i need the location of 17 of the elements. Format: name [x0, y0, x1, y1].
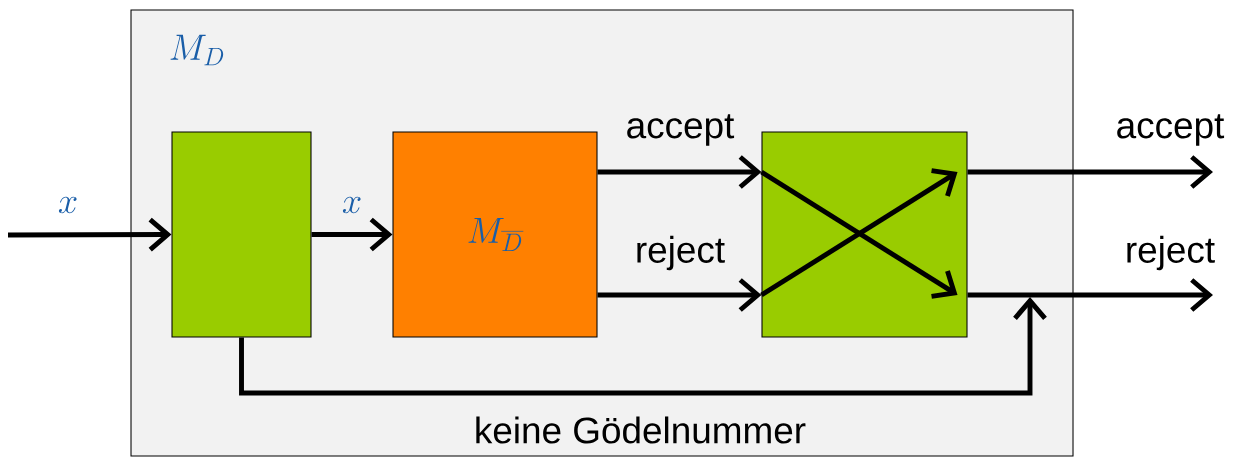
process-box: $M_{\overline{D}}$	[392, 131, 598, 338]
arrow	[8, 217, 172, 252]
arrow	[311, 217, 393, 252]
arrow	[967, 155, 1213, 189]
arrow	[967, 278, 1213, 312]
edge-label: accept	[627, 114, 735, 146]
edge-label: accept	[1117, 114, 1225, 146]
crossing-box	[761, 131, 968, 338]
edge-label: $x$	[342, 196, 361, 214]
process-box	[171, 131, 312, 338]
edge-label: reject	[637, 235, 725, 271]
arrow	[597, 155, 762, 189]
arrow	[597, 278, 762, 312]
edge-label: reject	[1127, 235, 1215, 271]
edge-label: keine Gödelnummer	[476, 416, 806, 444]
edge-label: $x$	[58, 196, 77, 214]
arrow	[239, 297, 1047, 396]
